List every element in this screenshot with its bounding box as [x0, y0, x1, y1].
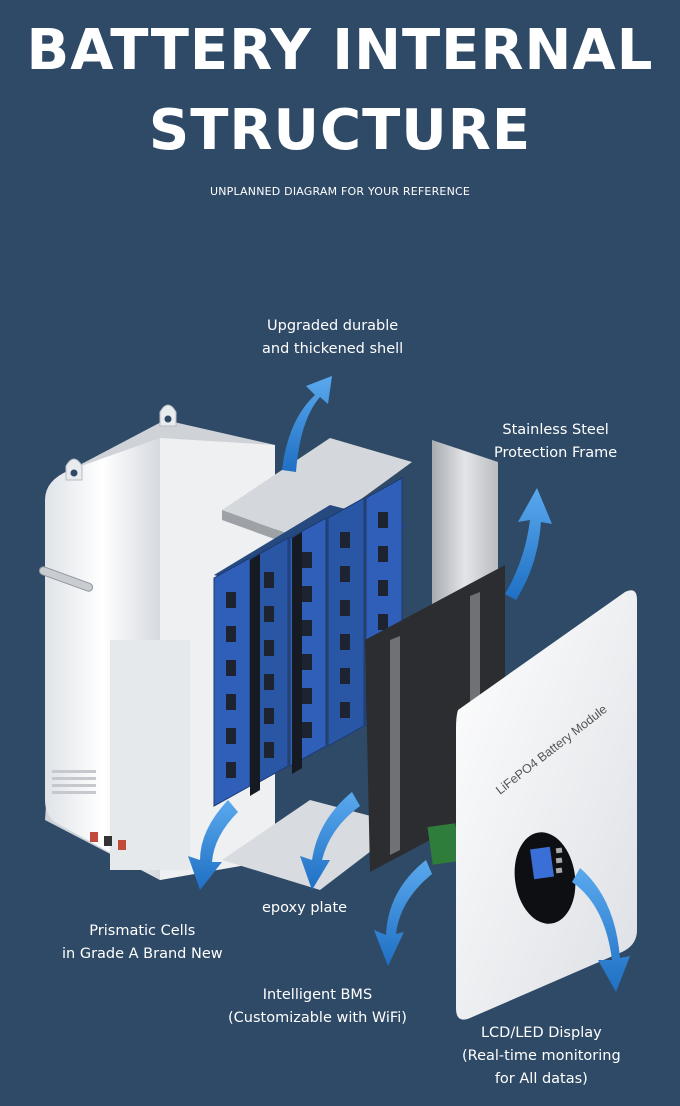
cell-terminal — [226, 626, 236, 642]
cell-terminal — [302, 654, 312, 670]
cell-separator — [292, 532, 302, 774]
cell-terminal — [340, 634, 350, 650]
arrow-display-icon — [572, 868, 630, 992]
cell-terminal — [340, 600, 350, 616]
front-panel — [456, 590, 637, 1020]
cell-column — [327, 497, 365, 747]
cell-terminal — [302, 620, 312, 636]
arrow-cells-icon — [188, 800, 238, 890]
cell-terminal — [264, 674, 274, 690]
prismatic-cells — [213, 477, 408, 807]
cell-terminal — [226, 592, 236, 608]
cell-separator — [250, 554, 260, 796]
cell-terminal — [378, 512, 388, 528]
arrow-epoxy-icon — [300, 792, 360, 890]
cell-terminal — [378, 614, 388, 630]
arrow-bms-icon — [374, 860, 432, 966]
label-epoxy: epoxy plate — [262, 900, 348, 916]
arrow-frame-icon — [505, 488, 552, 600]
cell-terminal — [302, 586, 312, 602]
cell-terminal — [340, 702, 350, 718]
arrows — [188, 376, 630, 992]
page-subtitle: UNPLANNED DIAGRAM FOR YOUR REFERENCE — [209, 185, 471, 198]
cell-terminal — [340, 566, 350, 582]
arrow-shell-icon — [282, 376, 332, 472]
cell-terminal — [264, 640, 274, 656]
cell-terminal — [226, 660, 236, 676]
cell-terminal — [302, 688, 312, 704]
cell-terminal — [302, 552, 312, 568]
label-shell: Upgraded durable and thickened shell — [262, 318, 404, 357]
epoxy-plate — [222, 800, 405, 890]
label-bms: Intelligent BMS (Customizable with WiFi) — [228, 987, 407, 1026]
cell-terminal — [264, 606, 274, 622]
cell-terminal — [226, 694, 236, 710]
cell-terminal — [302, 722, 312, 738]
label-display: LCD/LED Display (Real-time monitoring fo… — [462, 1025, 621, 1087]
cell-terminal — [378, 580, 388, 596]
label-cells: Prismatic Cells in Grade A Brand New — [62, 923, 223, 962]
cell-terminal — [226, 728, 236, 744]
cell-terminal — [226, 762, 236, 778]
cell-terminal — [264, 742, 274, 758]
cell-terminal — [340, 532, 350, 548]
cell-terminal — [340, 668, 350, 684]
cell-terminal — [264, 572, 274, 588]
page-title-line1: BATTERY INTERNAL — [26, 18, 654, 83]
label-frame: Stainless Steel Protection Frame — [494, 422, 618, 461]
cell-terminal — [264, 708, 274, 724]
cell-terminal — [378, 546, 388, 562]
page-title-line2: STRUCTURE — [148, 98, 532, 163]
